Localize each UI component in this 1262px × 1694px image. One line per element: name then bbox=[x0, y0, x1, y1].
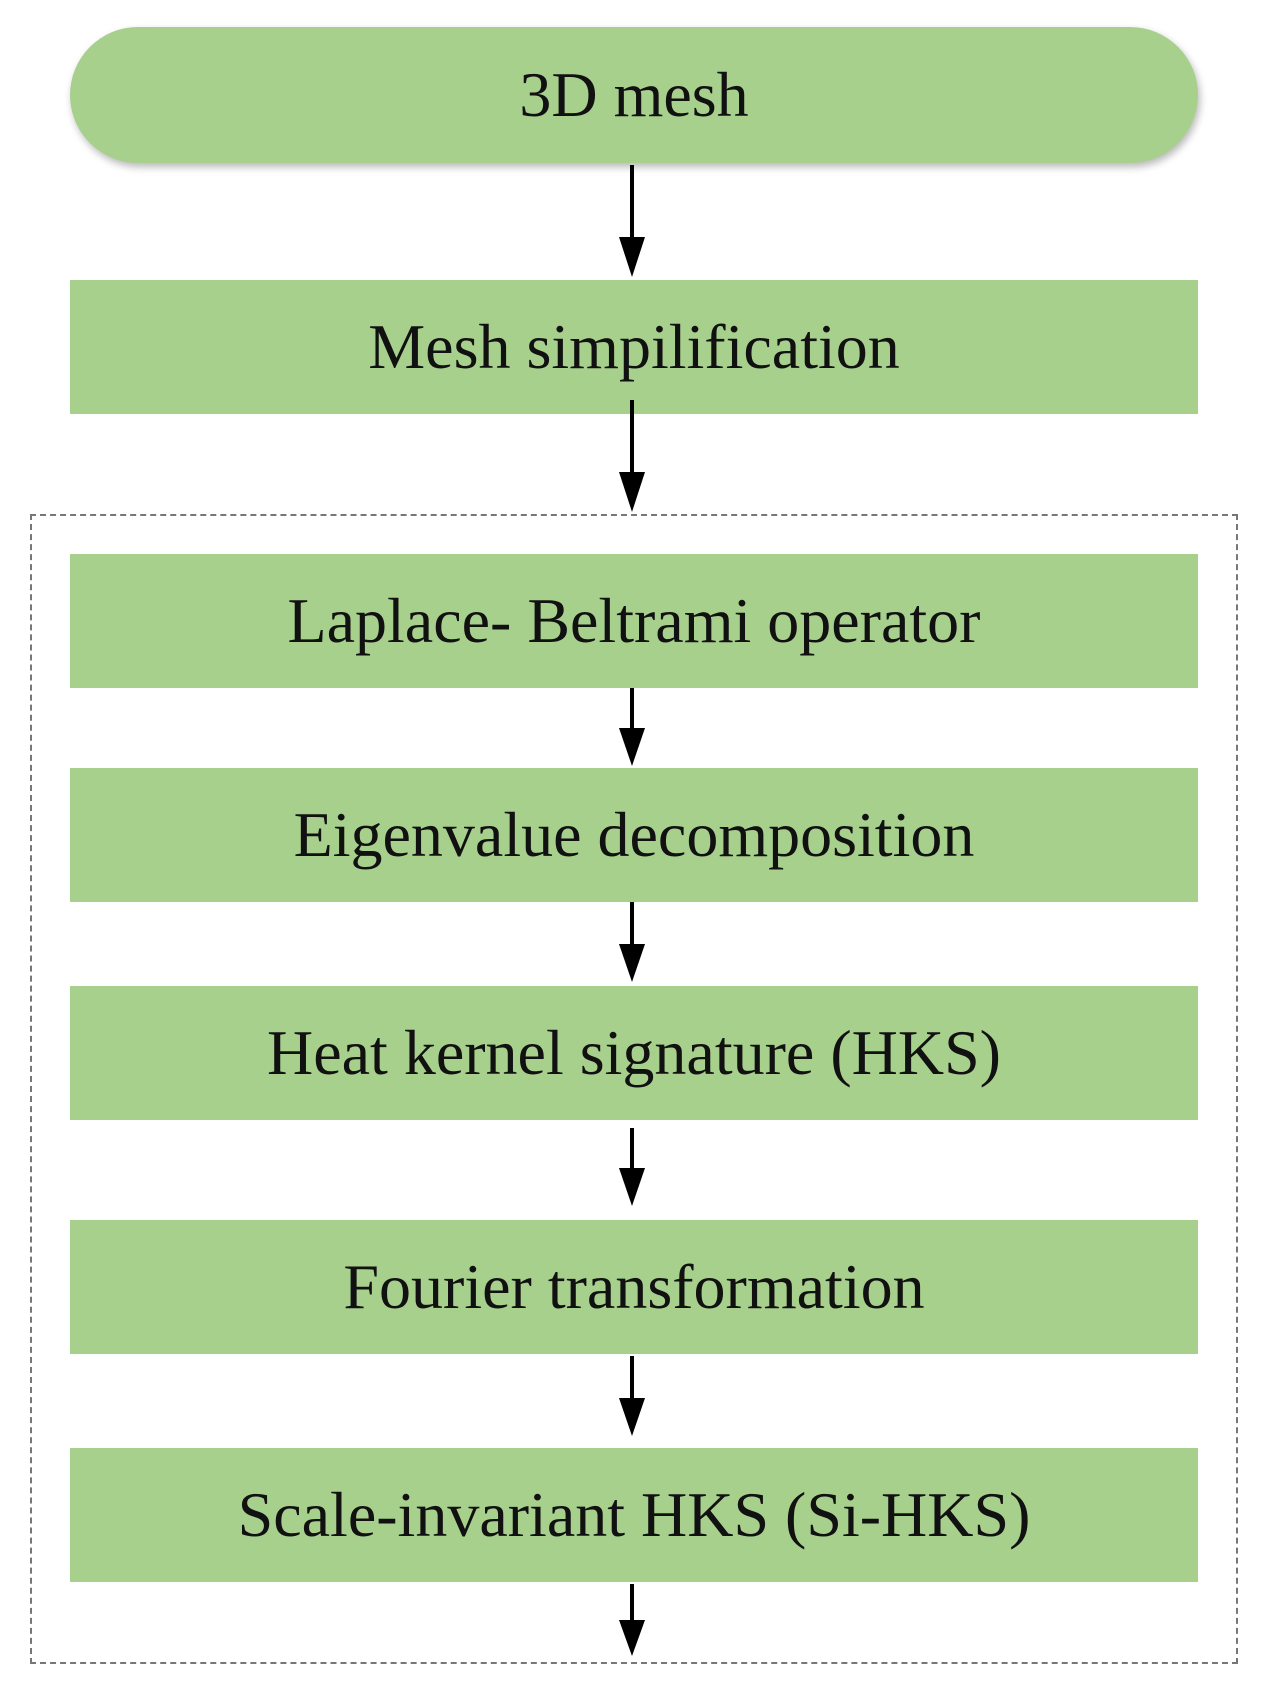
step-mesh-simplification: Mesh simpilification bbox=[70, 280, 1198, 414]
arrow-down-icon bbox=[619, 902, 645, 982]
arrow-down-icon bbox=[619, 1584, 645, 1656]
arrow-down-icon bbox=[619, 165, 645, 277]
arrow-down-icon bbox=[619, 1356, 645, 1436]
step-fourier-transformation: Fourier transformation bbox=[70, 1220, 1198, 1354]
arrow-down-icon bbox=[619, 400, 645, 512]
start-node: 3D mesh bbox=[70, 27, 1198, 163]
start-node-label: 3D mesh bbox=[519, 59, 749, 130]
step-label: Fourier transformation bbox=[343, 1251, 925, 1322]
step-label: Eigenvalue decomposition bbox=[293, 799, 975, 870]
step-label: Mesh simpilification bbox=[368, 311, 900, 382]
step-label: Laplace- Beltrami operator bbox=[287, 585, 981, 656]
dashed-group-box bbox=[30, 514, 1238, 1664]
step-heat-kernel-signature: Heat kernel signature (HKS) bbox=[70, 986, 1198, 1120]
step-laplace-beltrami: Laplace- Beltrami operator bbox=[70, 554, 1198, 688]
step-label: Heat kernel signature (HKS) bbox=[267, 1017, 1001, 1088]
step-label: Scale-invariant HKS (Si-HKS) bbox=[237, 1479, 1031, 1550]
arrow-down-icon bbox=[619, 688, 645, 766]
step-eigenvalue-decomposition: Eigenvalue decomposition bbox=[70, 768, 1198, 902]
arrow-down-icon bbox=[619, 1128, 645, 1206]
step-scale-invariant-hks: Scale-invariant HKS (Si-HKS) bbox=[70, 1448, 1198, 1582]
